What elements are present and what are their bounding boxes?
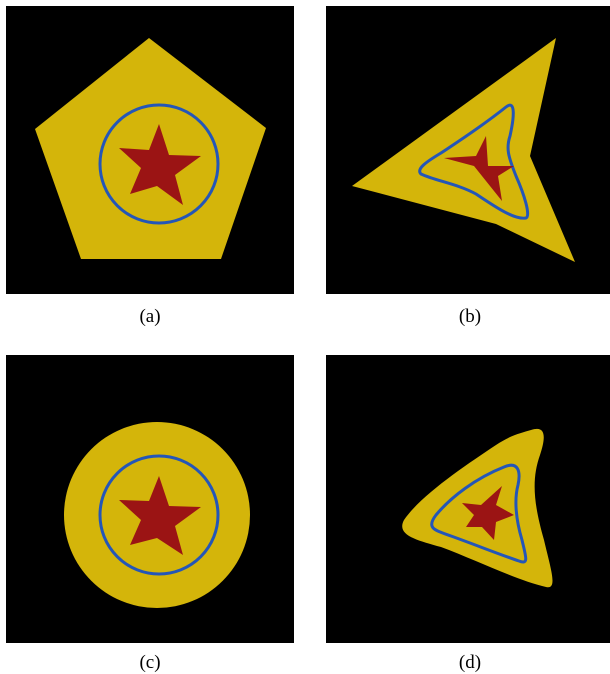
panel-d-figure [402, 428, 553, 588]
caption-c: (c) [139, 652, 161, 673]
caption-d: (d) [458, 652, 482, 673]
panel-a-image [6, 6, 294, 294]
red-star [119, 124, 201, 205]
panel-b-figure [352, 38, 575, 262]
red-deformed-star [444, 136, 514, 201]
blue-deformed-curve [430, 463, 528, 564]
panel-d-image [326, 355, 610, 643]
red-star [462, 486, 514, 540]
deformed-triangle-shape [352, 38, 575, 262]
panel-b-image [326, 6, 610, 294]
blue-circle-curve [98, 454, 220, 576]
panel-a-figure [35, 38, 266, 259]
caption-b: (b) [458, 306, 482, 327]
panel-c-figure [64, 422, 250, 608]
blue-deformed-curve [418, 103, 530, 220]
caption-a: (a) [139, 306, 161, 327]
blue-circle-curve [98, 103, 220, 225]
red-star [119, 476, 201, 555]
panel-c-image [6, 355, 294, 643]
